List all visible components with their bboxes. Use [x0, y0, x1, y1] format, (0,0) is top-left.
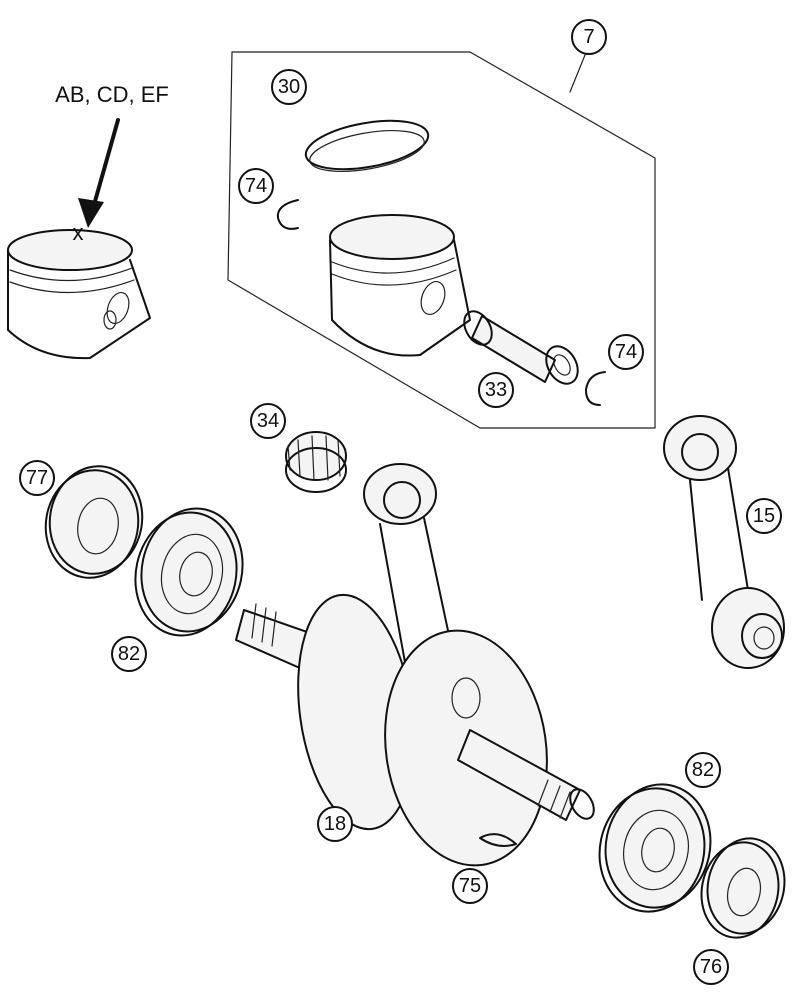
callout-circlip-right: 74 — [608, 334, 644, 370]
crankshaft — [235, 463, 595, 867]
piston-marking-reference: AB, CD, EF x — [7, 82, 169, 360]
callout-con-rod: 15 — [746, 498, 782, 534]
callout-needle-bearing: 34 — [250, 403, 286, 439]
needle-bearing — [285, 431, 347, 493]
svg-text:76: 76 — [700, 956, 722, 978]
callout-circlip-left: 74 — [238, 168, 274, 204]
piston-kit-boundary — [227, 51, 656, 429]
svg-text:82: 82 — [118, 643, 140, 665]
marker-label: AB, CD, EF — [55, 82, 169, 107]
callout-crankshaft: 18 — [317, 806, 353, 842]
callout-bearing-left: 82 — [111, 636, 147, 672]
ball-bearing-left — [134, 507, 244, 637]
callout-ring: 30 — [271, 69, 307, 105]
oil-seal-right — [700, 837, 786, 939]
svg-text:33: 33 — [485, 379, 507, 401]
marker-symbol: x — [73, 220, 84, 245]
callout-pin: 33 — [478, 372, 514, 408]
piston — [329, 214, 471, 357]
callout-seal-left: 77 — [19, 460, 55, 496]
svg-text:30: 30 — [278, 76, 300, 98]
svg-text:77: 77 — [26, 467, 48, 489]
callout-woodruff-key: 75 — [452, 868, 488, 904]
callout-seal-right: 76 — [693, 949, 729, 985]
circlip-right — [585, 371, 606, 406]
svg-text:75: 75 — [459, 875, 481, 897]
oil-seal-left — [44, 465, 144, 579]
callout-kit: 7 — [571, 19, 607, 55]
callout-bearing-right: 82 — [685, 752, 721, 788]
svg-text:74: 74 — [245, 175, 267, 197]
svg-text:7: 7 — [583, 26, 594, 48]
svg-text:74: 74 — [615, 341, 637, 363]
piston-top — [7, 229, 133, 271]
svg-text:18: 18 — [324, 813, 346, 835]
svg-text:82: 82 — [692, 759, 714, 781]
circlip-left — [276, 199, 299, 230]
woodruff-key — [479, 833, 517, 847]
ball-bearing-right — [598, 783, 712, 913]
connecting-rod-spare — [663, 415, 785, 669]
svg-text:34: 34 — [257, 410, 279, 432]
piston-pin — [463, 310, 579, 385]
svg-text:15: 15 — [753, 505, 775, 527]
arrow-head-icon — [78, 198, 104, 228]
piston-ring — [304, 119, 430, 172]
